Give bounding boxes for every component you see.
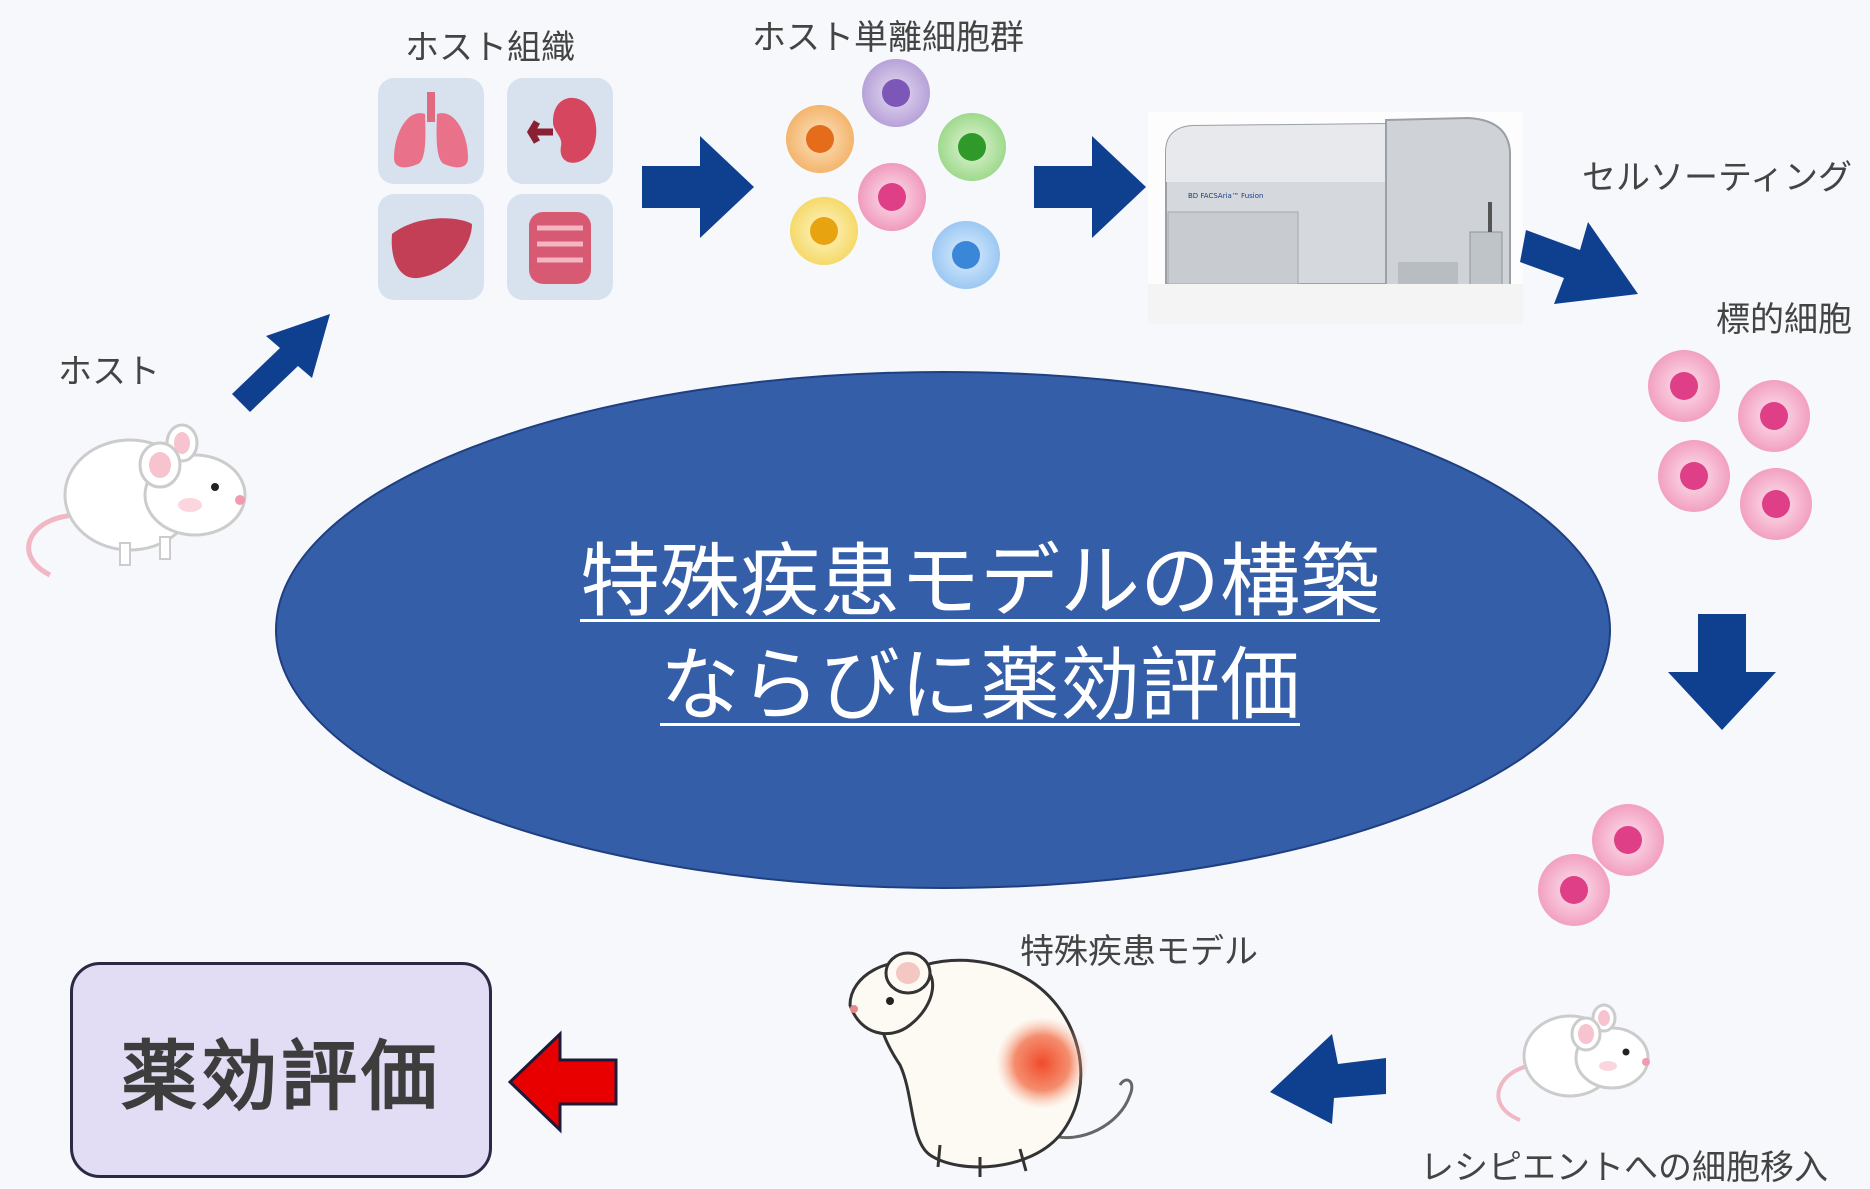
label-transplant: レシピエントへの細胞移入	[1420, 1148, 1828, 1188]
disease-model-mouse-icon	[848, 951, 1134, 1177]
label-single-cells: ホスト単離細胞群	[752, 18, 1024, 58]
label-disease-model: 特殊疾患モデル	[1020, 932, 1258, 972]
transplant-cells-icon	[1538, 804, 1664, 926]
arrow-host-to-tissue	[232, 314, 330, 412]
cell-sorter-instrument: BD FACSAria™ Fusion	[1148, 112, 1523, 324]
drug-efficacy-evaluation-box: 薬効評価	[70, 962, 492, 1178]
kidney-icon	[507, 78, 613, 184]
intestine-icon	[507, 194, 613, 300]
arrow-sorter-to-target	[1520, 222, 1638, 304]
arrow-cells-to-sorter	[1034, 136, 1146, 238]
arrow-model-to-evaluation	[507, 1030, 618, 1134]
arrow-target-down	[1668, 614, 1776, 730]
label-target-cells: 標的細胞	[1716, 300, 1852, 340]
instrument-brand-text: BD FACSAria™ Fusion	[1188, 192, 1263, 200]
target-cells-icon	[1648, 350, 1812, 540]
label-host: ホスト	[58, 352, 160, 392]
lung-icon	[378, 78, 484, 184]
arrow-recipient-to-model	[1270, 1034, 1386, 1124]
mixed-cell-population-icon	[786, 59, 1006, 289]
label-host-tissue: ホスト組織	[405, 28, 575, 68]
center-title: 特殊疾患モデルの構築 ならびに薬効評価	[480, 530, 1480, 738]
drug-efficacy-evaluation-label: 薬効評価	[121, 1032, 441, 1121]
center-title-line2: ならびに薬効評価	[660, 639, 1300, 732]
liver-icon	[378, 194, 484, 300]
label-cell-sorting: セルソーティング	[1582, 158, 1852, 198]
recipient-mouse-icon	[1496, 1003, 1650, 1122]
center-title-line1: 特殊疾患モデルの構築	[580, 535, 1380, 628]
arrow-tissue-to-cells	[642, 136, 754, 238]
host-mouse-icon	[26, 423, 247, 578]
